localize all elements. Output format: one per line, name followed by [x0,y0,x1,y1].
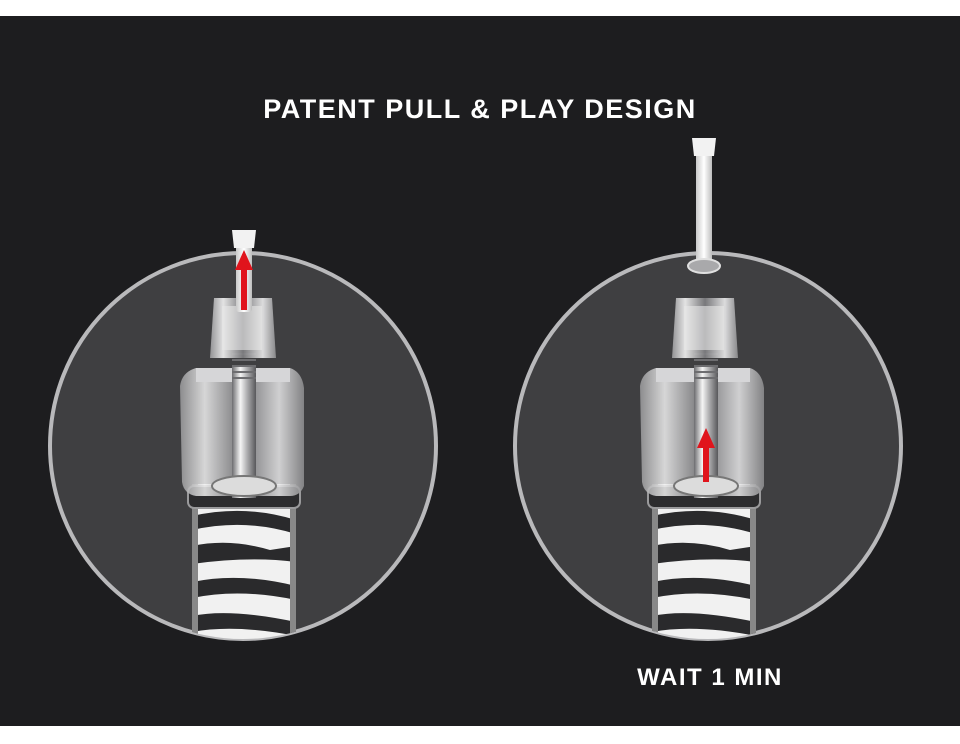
product-stage: PATENT PULL & PLAY DESIGN [0,16,960,726]
airflow-up-arrow-icon [697,428,715,482]
right-removed-stem [687,138,721,274]
left-scene [48,138,903,641]
headline: PATENT PULL & PLAY DESIGN [263,94,697,124]
wait-caption: WAIT 1 MIN [637,664,783,691]
right-device [640,298,764,639]
pull-up-arrow-icon [235,250,253,310]
left-device [180,298,304,639]
